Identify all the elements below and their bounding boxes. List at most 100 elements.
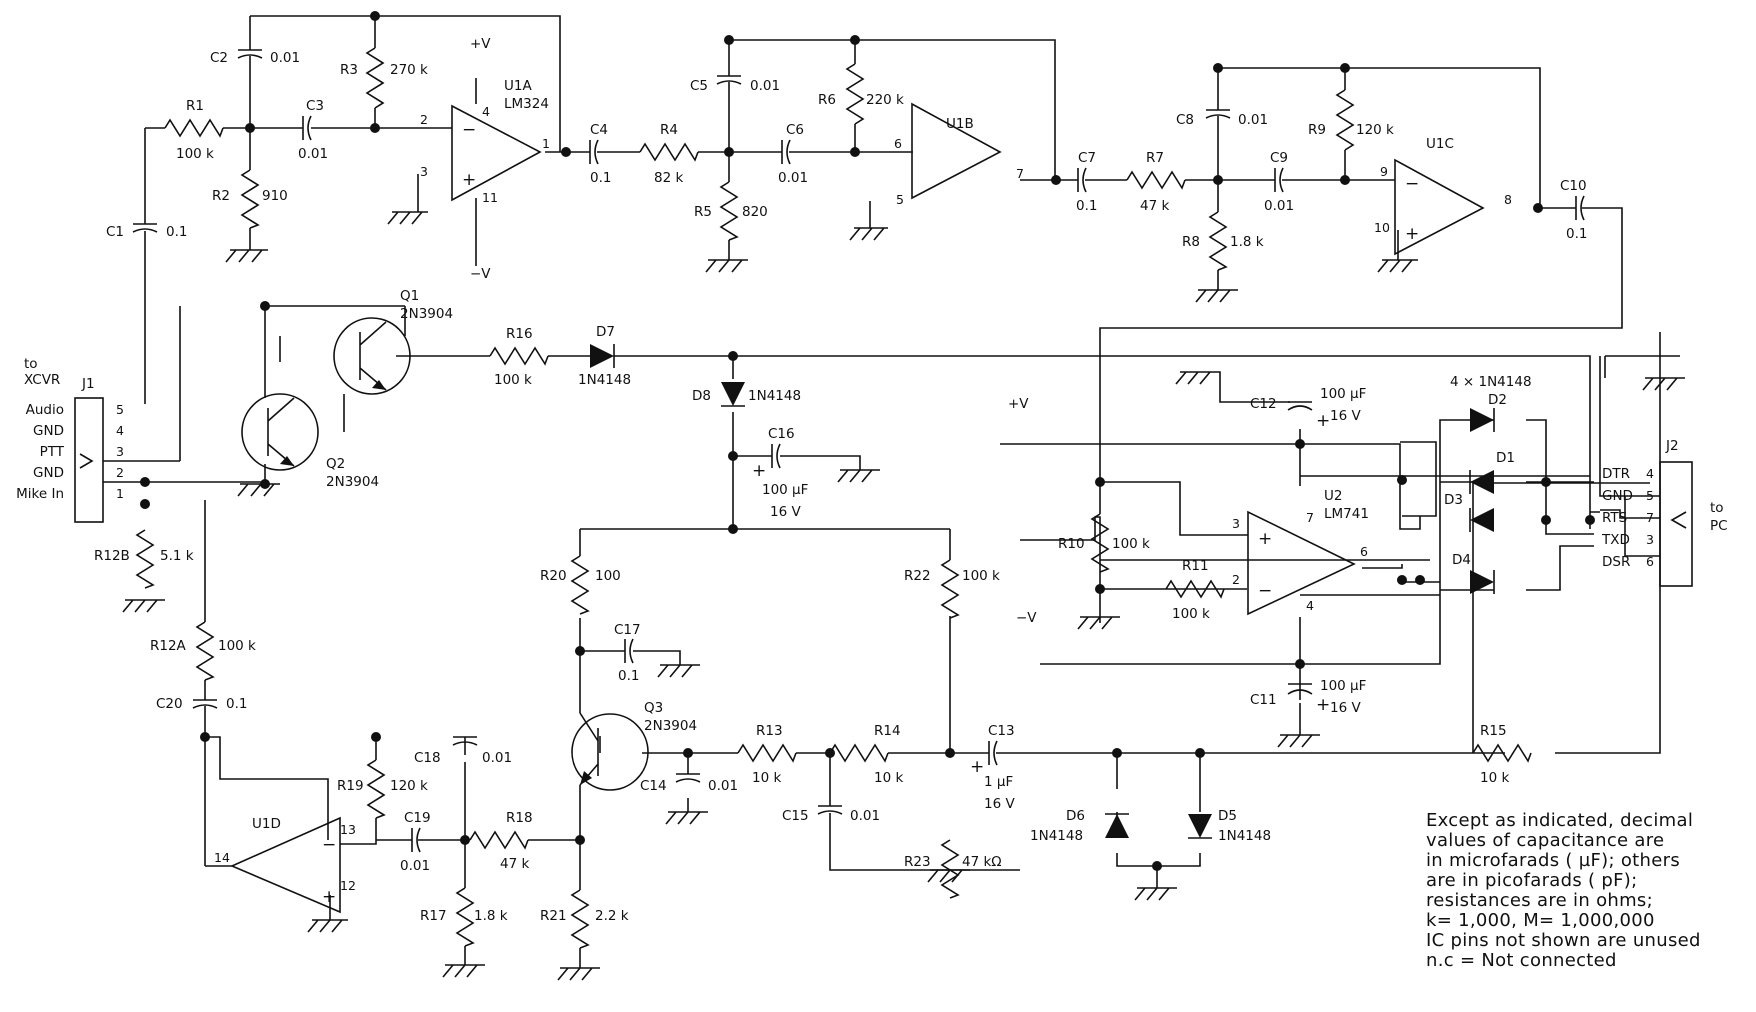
resistor-R14: [829, 743, 889, 763]
r1-ref: R1: [186, 98, 204, 114]
c11-val: 100 µF: [1320, 678, 1366, 694]
svg-text:−: −: [462, 120, 476, 140]
capacitor-C5: [716, 75, 742, 85]
svg-text:+: +: [752, 461, 766, 481]
resistor-R4: [639, 142, 699, 162]
wiring: [103, 15, 1661, 968]
u2-part: LM741: [1324, 506, 1369, 522]
j2-pin-name: TXD: [1601, 532, 1630, 548]
u1d-pin: 13: [340, 822, 356, 837]
footnote-line: IC pins not shown are unused: [1426, 930, 1701, 951]
capacitor-C4: [589, 139, 599, 165]
capacitor-C3: [302, 115, 312, 141]
r5-ref: R5: [694, 204, 712, 220]
j2-ref: J2: [1665, 438, 1679, 454]
junction-dots: [140, 11, 1595, 871]
r14-ref: R14: [874, 723, 901, 739]
c19-ref: C19: [404, 810, 431, 826]
transistor-Q3: [571, 712, 649, 791]
u1d-pin: 14: [214, 850, 230, 865]
c14-val: 0.01: [708, 778, 738, 794]
c18-val: 0.01: [482, 750, 512, 766]
c19-val: 0.01: [400, 858, 430, 874]
svg-text:+: +: [970, 757, 984, 777]
u1a-ref: U1A: [504, 78, 532, 94]
j1-pin-num: 2: [116, 465, 124, 480]
j1-pin-name: Mike In: [16, 486, 64, 502]
transistors: [241, 317, 649, 791]
c9-ref: C9: [1270, 150, 1288, 166]
diode-D2: [1470, 408, 1495, 432]
resistor-R7: [1126, 170, 1186, 190]
resistor-R8: [1208, 211, 1228, 271]
d6-val: 1N4148: [1030, 828, 1083, 844]
c10-ref: C10: [1560, 178, 1587, 194]
c4-ref: C4: [590, 122, 608, 138]
u2-pin: 2: [1232, 572, 1240, 587]
capacitor-C19: [411, 827, 421, 853]
c11-ref: C11: [1250, 692, 1277, 708]
u2-ref: U2: [1324, 488, 1342, 504]
c4-val: 0.1: [590, 170, 611, 186]
c12-ref: C12: [1250, 396, 1277, 412]
r18-val: 47 k: [500, 856, 529, 872]
r23-ref: R23: [904, 854, 931, 870]
r11-val: 100 k: [1172, 606, 1210, 622]
r1-val: 100 k: [176, 146, 214, 162]
r19-val: 120 k: [390, 778, 428, 794]
footnote-line: in microfarads ( µF); others: [1426, 850, 1680, 871]
d7-ref: D7: [596, 324, 615, 340]
j2-pin-name: DTR: [1602, 466, 1630, 482]
resistor-R11: [1165, 579, 1225, 599]
r7-ref: R7: [1146, 150, 1164, 166]
u2-pin: 4: [1306, 598, 1314, 613]
resistor-R21: [570, 889, 590, 949]
diode-D7: [590, 344, 615, 368]
resistor-R16: [489, 346, 549, 366]
svg-text:+: +: [1258, 529, 1272, 549]
r7-val: 47 k: [1140, 198, 1169, 214]
capacitor-C1: [132, 223, 158, 233]
r20-val: 100: [595, 568, 621, 584]
r22-ref: R22: [904, 568, 931, 584]
j1-pin-num: 1: [116, 486, 124, 501]
c1-ref: C1: [106, 224, 124, 240]
connector-J2-arrow: [1670, 511, 1687, 529]
capacitor-C10: [1575, 195, 1585, 221]
r13-val: 10 k: [752, 770, 781, 786]
j1-ref: J1: [81, 376, 95, 392]
capacitor-C11: +: [1287, 683, 1330, 715]
resistors: [135, 47, 1532, 949]
r17-val: 1.8 k: [474, 908, 508, 924]
footnote-line: n.c = Not connected: [1426, 950, 1617, 971]
c7-val: 0.1: [1076, 198, 1097, 214]
r5-val: 820: [742, 204, 768, 220]
c15-ref: C15: [782, 808, 809, 824]
opamp-U2: +−: [1247, 510, 1356, 616]
r15-val: 10 k: [1480, 770, 1509, 786]
j1-pin-name: GND: [33, 465, 64, 481]
resistor-R1: [164, 118, 224, 138]
svg-text:+: +: [462, 170, 476, 190]
diode-D4: [1470, 570, 1495, 594]
resistor-R17: [455, 887, 475, 947]
capacitors: + + + +: [132, 49, 1585, 853]
capacitor-C2: [237, 49, 263, 59]
r12b-val: 5.1 k: [160, 548, 194, 564]
svg-text:+: +: [1405, 224, 1419, 244]
j2-pin-name: GND: [1602, 488, 1633, 504]
resistor-R10: [1090, 513, 1110, 573]
r14-val: 10 k: [874, 770, 903, 786]
supply-neg-label: −V: [1016, 610, 1037, 626]
q3-val: 2N3904: [644, 718, 697, 734]
c9-val: 0.01: [1264, 198, 1294, 214]
resistor-R5: [719, 181, 739, 241]
r10-ref: R10: [1058, 536, 1085, 552]
c6-val: 0.01: [778, 170, 808, 186]
resistor-R12B: [135, 529, 155, 589]
u1a-part: LM324: [504, 96, 549, 112]
connector-J1-arrow: [79, 453, 94, 469]
diodes: [590, 344, 1495, 839]
r13-ref: R13: [756, 723, 783, 739]
